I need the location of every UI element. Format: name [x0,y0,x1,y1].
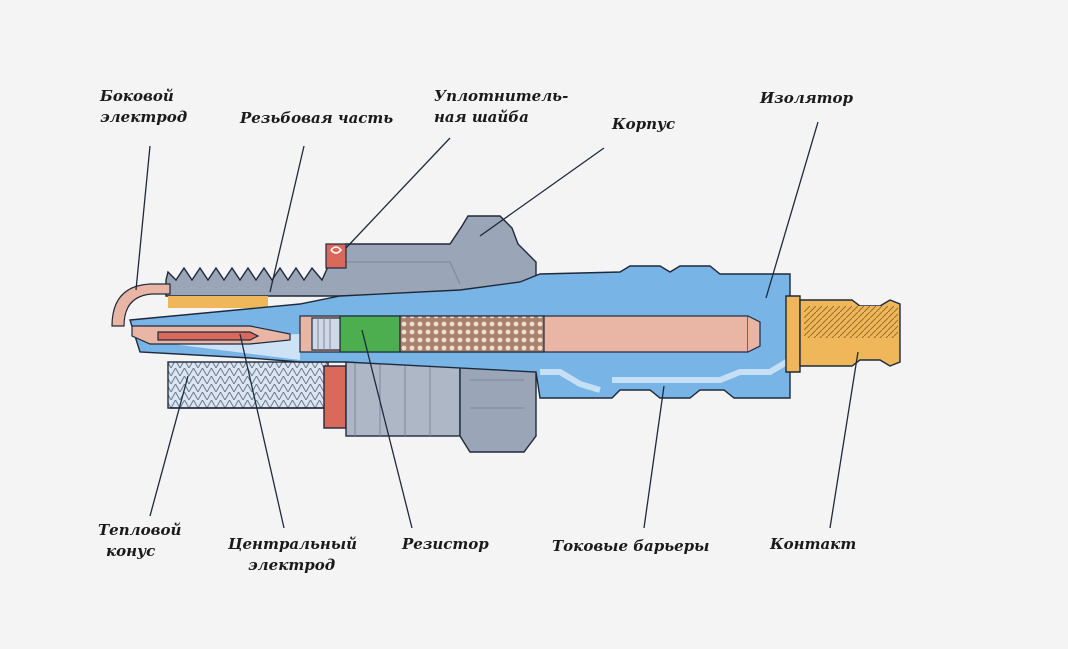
contact-terminal [785,295,901,373]
label-body: Корпус [612,115,676,133]
center-electrode [131,325,291,345]
shell-lower [167,359,537,453]
label-center-electrode: Центральный электрод [228,535,358,574]
label-heat-cone: Тепловой конус [98,521,182,560]
label-thread: Резьбовая часть [240,109,394,127]
label-current-barriers: Токовые барьеры [552,537,710,555]
resistor [311,315,545,353]
shell-upper [165,215,537,308]
label-gasket: Уплотнитель- ная шайба [434,87,569,126]
label-insulator: Изолятор [760,89,854,107]
label-resistor: Резистор [402,535,489,553]
gasket-ring [325,243,347,269]
side-electrode [111,283,171,327]
label-side-electrode: Боковой электрод [100,87,188,126]
leader-lines [135,121,859,529]
label-contact: Контакт [770,535,857,553]
